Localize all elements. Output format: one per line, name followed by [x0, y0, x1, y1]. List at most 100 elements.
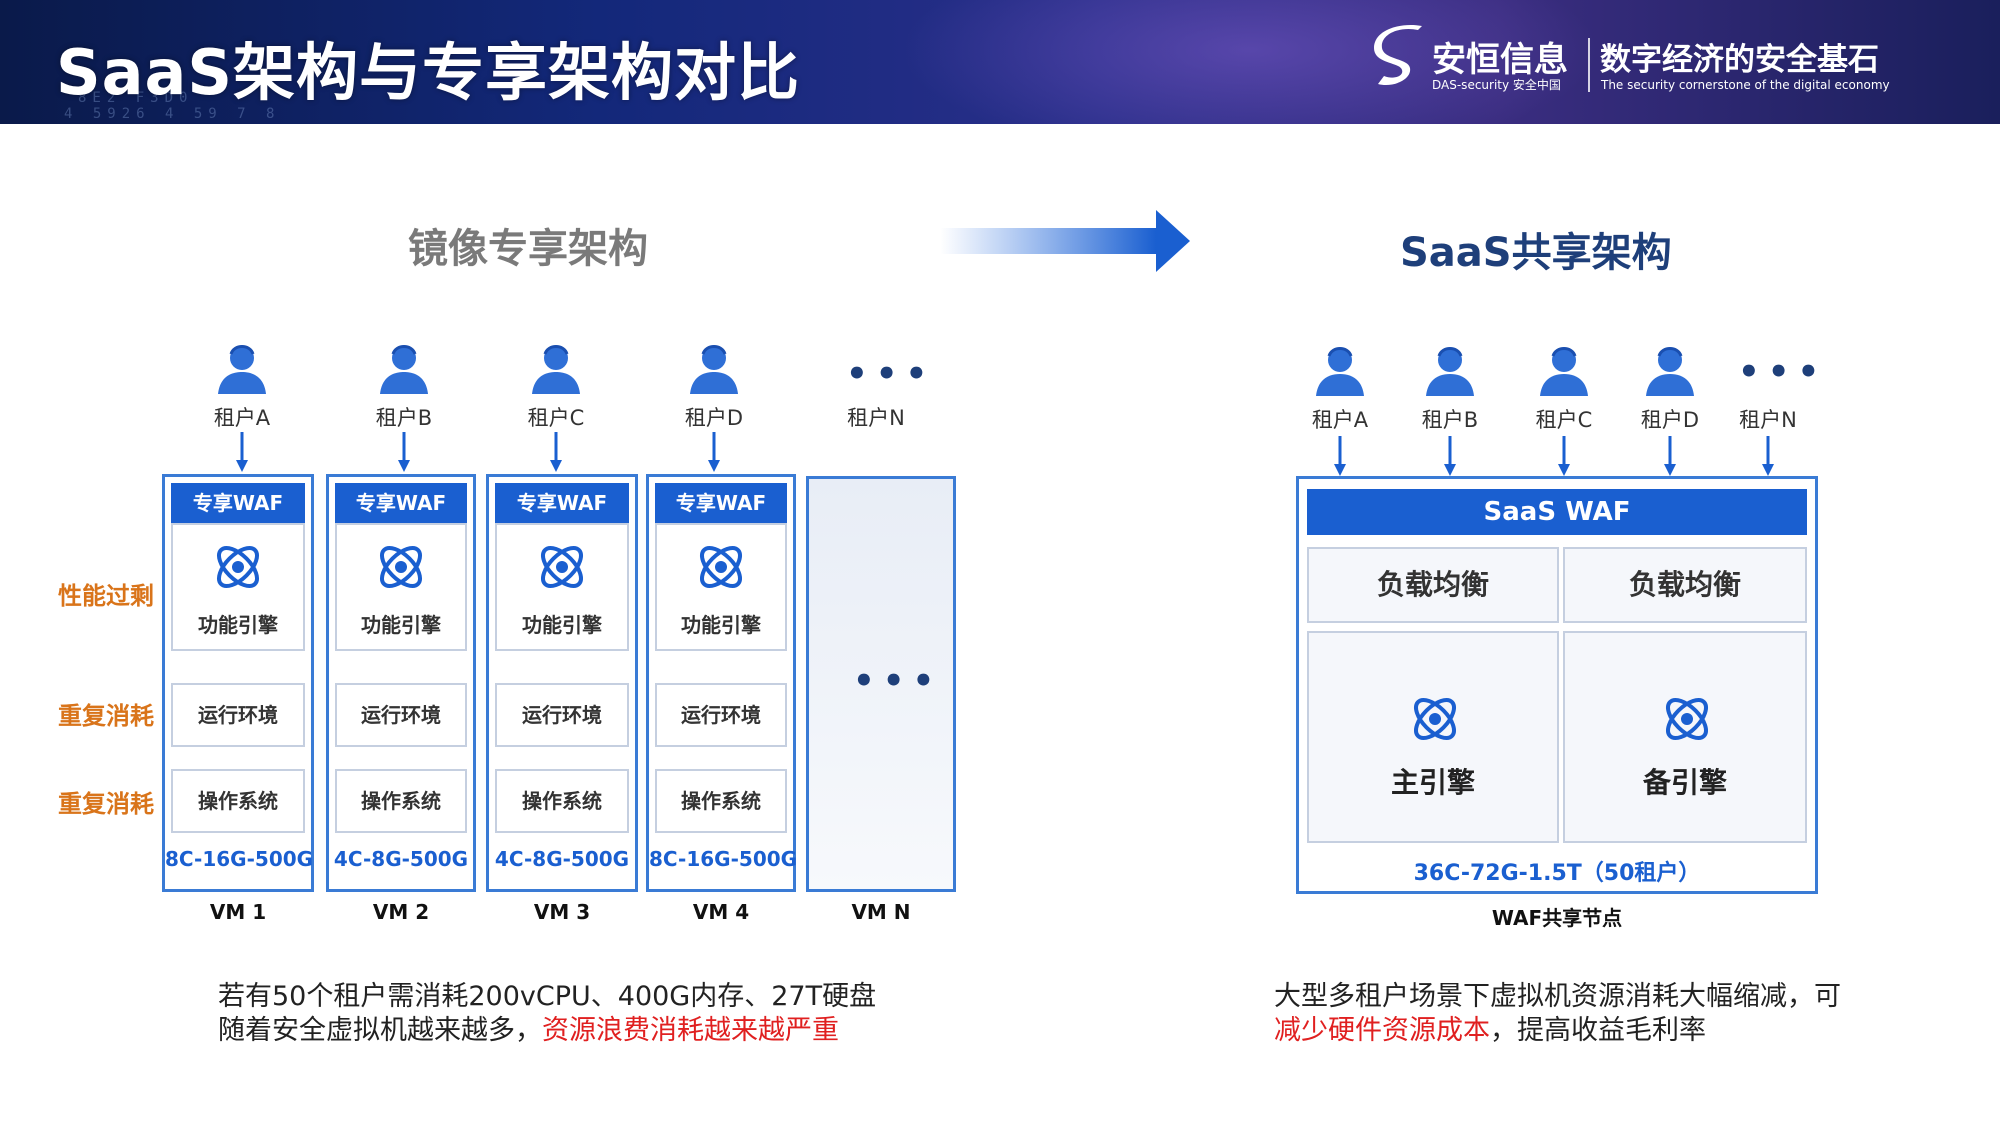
right-description-highlight: 减少硬件资源成本 [1274, 1015, 1490, 1046]
label-duplicate-consumption: 重复消耗 [58, 790, 154, 818]
main-engine-box: 主引擎 [1307, 631, 1559, 843]
tenant-label: 租户C [527, 406, 585, 430]
right-description-plain: ，提高收益毛利率 [1490, 1015, 1706, 1046]
banner-digits: 8E2 F3D0 [78, 90, 194, 106]
saas-waf-header: SaaS WAF [1307, 489, 1807, 535]
down-arrow-icon [706, 432, 720, 476]
os-box: 操作系统 [171, 769, 305, 833]
tenant-person-icon [1642, 342, 1698, 398]
function-engine-box: 功能引擎 [335, 523, 467, 651]
tenant-label: 租户N [1739, 408, 1797, 432]
banner-glow [900, 0, 1600, 124]
function-engine-label: 功能引擎 [522, 613, 602, 637]
vm-box: 专享WAF 功能引擎运行环境操作系统 8C-16G-500G [162, 474, 314, 892]
waf-header: 专享WAF [171, 483, 305, 523]
tenant-label: 租户D [1640, 408, 1700, 432]
tenant-person-icon [214, 340, 270, 396]
left-description-highlight: 资源浪费消耗越来越严重 [542, 1015, 839, 1046]
function-engine-box: 功能引擎 [171, 523, 305, 651]
vm-spec: 4C-8G-500G [494, 847, 630, 871]
waf-header: 专享WAF [655, 483, 787, 523]
tenant-label: 租户D [684, 406, 744, 430]
banner-digits: 4 5926 4 59 7 8 [64, 106, 281, 122]
function-engine-label: 功能引擎 [681, 613, 761, 637]
left-section-title: 镜像专享架构 [408, 226, 648, 272]
engine-icon [534, 539, 590, 595]
vm-n-box: ••• [806, 476, 956, 892]
brand-name: 安恒信息 [1432, 40, 1568, 80]
down-arrow-icon [396, 432, 410, 476]
down-arrow-icon [1442, 436, 1456, 480]
engine-icon [373, 539, 429, 595]
ellipsis-icon: ••• [846, 354, 936, 394]
function-engine-box: 功能引擎 [655, 523, 787, 651]
backup-engine-label: 备引擎 [1642, 766, 1727, 799]
vm-label: VM 2 [372, 900, 430, 924]
left-description-line1: 若有50个租户需消耗200vCPU、400G内存、27T硬盘 [218, 981, 877, 1012]
down-arrow-icon [1662, 436, 1676, 480]
vm-n-label: VM N [851, 900, 911, 924]
shared-node-spec: 36C-72G-1.5T（50租户） [1413, 861, 1701, 886]
backup-engine-box: 备引擎 [1563, 631, 1807, 843]
function-engine-label: 功能引擎 [361, 613, 441, 637]
tenant-person-icon [376, 340, 432, 396]
down-arrow-icon [1556, 436, 1570, 480]
slogan-english: The security cornerstone of the digital … [1601, 78, 1890, 92]
tenant-label: 租户N [847, 406, 905, 430]
header-banner: 8E2 F3D0 4 5926 4 59 7 8 [0, 0, 2000, 124]
tenant-label: 租户C [1535, 408, 1593, 432]
down-arrow-icon [234, 432, 248, 476]
tenant-person-icon [528, 340, 584, 396]
label-overprovisioned: 性能过剩 [58, 582, 154, 610]
main-engine-label: 主引擎 [1390, 766, 1475, 799]
slogan: 数字经济的安全基石 [1600, 42, 1879, 78]
transition-arrow-icon [940, 210, 1190, 272]
vm-box: 专享WAF 功能引擎运行环境操作系统 4C-8G-500G [486, 474, 638, 892]
os-box: 操作系统 [335, 769, 467, 833]
vm-box: 专享WAF 功能引擎运行环境操作系统 8C-16G-500G [646, 474, 798, 892]
vm-label: VM 3 [533, 900, 591, 924]
left-description-plain: 随着安全虚拟机越来越多， [218, 1015, 542, 1046]
function-engine-label: 功能引擎 [198, 613, 278, 637]
waf-header: 专享WAF [495, 483, 629, 523]
down-arrow-icon [548, 432, 562, 476]
os-box: 操作系统 [495, 769, 629, 833]
right-section-title: SaaS共享架构 [1400, 230, 1672, 276]
vm-label: VM 4 [692, 900, 750, 924]
function-engine-box: 功能引擎 [495, 523, 629, 651]
waf-header: 专享WAF [335, 483, 467, 523]
right-description-line1: 大型多租户场景下虚拟机资源消耗大幅缩减，可 [1274, 981, 1841, 1012]
tenant-label: 租户B [1421, 408, 1479, 432]
runtime-box: 运行环境 [655, 683, 787, 747]
brand-divider [1588, 38, 1590, 92]
load-balancer-1: 负载均衡 [1307, 547, 1559, 623]
shared-node-label: WAF共享节点 [1491, 906, 1623, 930]
left-description-line2: 随着安全虚拟机越来越多，资源浪费消耗越来越严重 [218, 1008, 839, 1047]
brand-subtitle: DAS-security 安全中国 [1432, 78, 1561, 92]
runtime-box: 运行环境 [171, 683, 305, 747]
runtime-box: 运行环境 [335, 683, 467, 747]
down-arrow-icon [1760, 436, 1774, 480]
engine-icon [1414, 698, 1456, 740]
tenant-person-icon [1312, 342, 1368, 398]
label-duplicate-consumption: 重复消耗 [58, 702, 154, 730]
tenant-person-icon [686, 340, 742, 396]
load-balancer-2: 负载均衡 [1563, 547, 1807, 623]
engine-icon [693, 539, 749, 595]
vm-spec: 8C-16G-500G [649, 847, 798, 871]
down-arrow-icon [1332, 436, 1346, 480]
vm-box: 专享WAF 功能引擎运行环境操作系统 4C-8G-500G [326, 474, 476, 892]
os-box: 操作系统 [655, 769, 787, 833]
tenant-label: 租户A [1311, 408, 1369, 432]
vm-spec: 4C-8G-500G [333, 847, 469, 871]
runtime-box: 运行环境 [495, 683, 629, 747]
tenant-label: 租户A [213, 406, 271, 430]
right-description-line2: 减少硬件资源成本，提高收益毛利率 [1274, 1008, 1706, 1047]
tenant-person-icon [1422, 342, 1478, 398]
ellipsis-icon: ••• [853, 661, 943, 701]
tenant-person-icon [1536, 342, 1592, 398]
engine-icon [1666, 698, 1708, 740]
vm-spec: 8C-16G-500G [165, 847, 314, 871]
vm-label: VM 1 [209, 900, 267, 924]
engine-icon [210, 539, 266, 595]
